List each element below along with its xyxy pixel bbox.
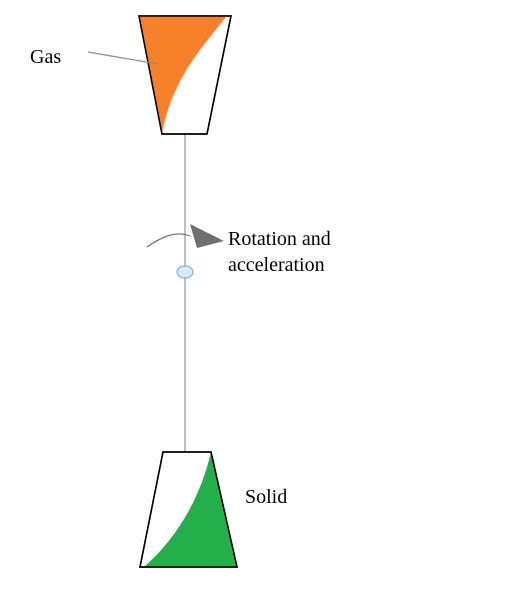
solid-label: Solid [245,486,288,508]
rotation-arrow [146,224,224,248]
gas-fill [139,16,227,134]
rotation-label-line1: Rotation and [228,228,331,250]
rotation-arrowhead [190,224,224,248]
solid-container [139,451,238,568]
gas-label: Gas [30,46,62,68]
gas-container-border [138,15,232,135]
gas-curve-edge [161,15,228,135]
gas-leader-line [87,51,159,65]
rotation-label-line2: acceleration [228,254,325,276]
gas-container [138,15,232,135]
rotation-arrow-curve [146,233,191,248]
solid-container-border [139,451,238,568]
solid-fill [144,452,237,567]
rotation-label: Rotation and acceleration [228,226,331,278]
pivot-ellipse [176,265,194,279]
